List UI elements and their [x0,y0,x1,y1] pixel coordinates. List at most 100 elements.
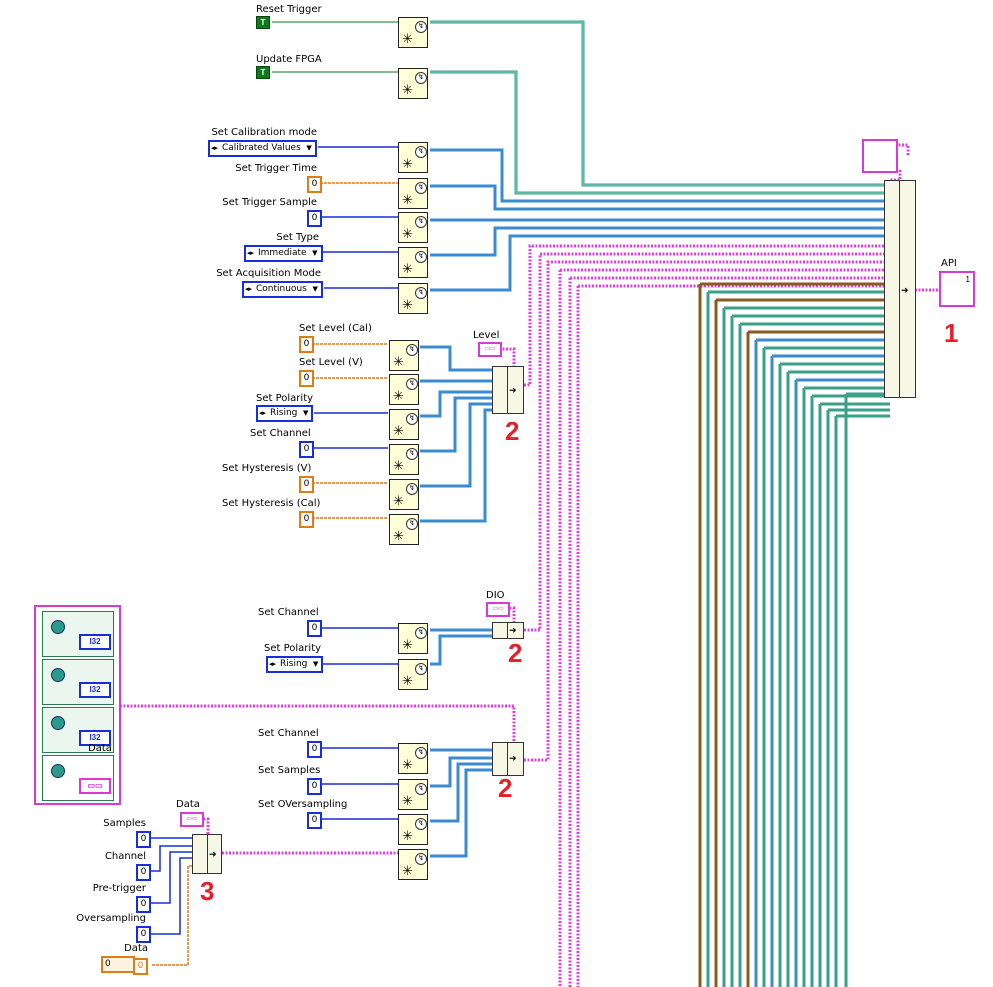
polarity-dropdown[interactable]: ◂▸Rising▼ [256,405,314,422]
data-set-channel-label: Set Channel [258,728,319,739]
callout-2-level: 2 [505,416,520,446]
polarity-value: Rising [270,408,298,418]
property-node[interactable]: ↯✳ [398,68,428,99]
asterisk-icon: ✳ [393,423,404,438]
property-node[interactable]: ↯✳ [398,659,428,690]
update-fpga-label: Update FPGA [256,54,322,65]
channel-input[interactable]: 0 [299,441,314,458]
chevron-down-icon: ▼ [306,144,312,152]
property-node[interactable]: ↯✳ [398,814,428,845]
property-node[interactable]: ↯✳ [398,283,428,314]
data-cluster-label: Data [176,799,200,810]
property-io-icon: ↯ [415,216,427,228]
hysteresis-v-input[interactable]: 0 [299,476,314,493]
reset-trigger-button[interactable]: T [256,16,270,29]
property-node[interactable]: ↯✳ [389,514,419,545]
data-array-label: Data [124,943,148,954]
asterisk-icon: ✳ [402,673,413,688]
property-io-icon: ↯ [415,853,427,865]
acquisition-mode-dropdown[interactable]: ◂▸Continuous▼ [242,281,323,298]
level-bundle-node[interactable]: ➜ [492,366,524,414]
type-value: Immediate [258,248,307,258]
property-io-icon: ↯ [406,378,418,390]
property-icon [51,716,65,730]
asterisk-icon: ✳ [402,757,413,772]
property-node[interactable]: ↯✳ [389,409,419,440]
property-node[interactable]: ↯✳ [398,142,428,173]
data-array-element[interactable]: 0 [133,958,148,975]
level-cal-input[interactable]: 0 [299,336,314,353]
data-array-index[interactable]: 0 [101,956,135,973]
asterisk-icon: ✳ [402,793,413,808]
samples-input[interactable]: 0 [136,831,151,848]
property-node[interactable]: ↯✳ [389,374,419,405]
update-fpga-button[interactable]: T [256,66,270,79]
property-io-icon: ↯ [415,21,427,33]
asterisk-icon: ✳ [402,863,413,878]
bundle-arrow-icon: ➜ [209,849,217,859]
chevron-down-icon: ▼ [312,249,318,257]
set-polarity-label: Set Polarity [256,393,314,404]
cluster-badge: ▭▭ [79,778,111,794]
data-bundle-node-2[interactable]: ➜ [492,742,524,776]
type-dropdown[interactable]: ◂▸Immediate ▼ [244,245,323,262]
hysteresis-cal-input[interactable]: 0 [299,511,314,528]
i32-badge: I32 [79,682,111,698]
property-node[interactable]: ↯✳ [398,178,428,209]
property-node[interactable]: ↯✳ [389,340,419,371]
property-node[interactable]: ↯✳ [398,779,428,810]
oversampling-label: Oversampling [76,913,146,924]
oversampling-input[interactable]: 0 [136,926,151,943]
property-node[interactable]: ↯✳ [389,479,419,510]
panel-data-label: Data [88,743,112,754]
property-node[interactable]: ↯✳ [398,849,428,880]
property-io-icon: ↯ [415,627,427,639]
calibration-mode-dropdown[interactable]: ◂▸Calibrated Values▼ [208,140,317,157]
asterisk-icon: ✳ [393,354,404,369]
set-hysteresis-cal-label: Set Hysteresis (Cal) [222,498,321,509]
dio-bundle-node[interactable]: ➜ [492,622,524,639]
i32-badge: I32 [79,730,111,746]
property-node[interactable]: ↯✳ [398,743,428,774]
data-set-samples-label: Set Samples [258,765,321,776]
property-node[interactable]: ↯✳ [398,212,428,243]
data-bundle-node[interactable]: ➜ [192,834,222,874]
bundle-arrow-icon: ➜ [509,625,517,635]
data-oversampling-input[interactable]: 0 [307,812,322,829]
channel-input[interactable]: 0 [136,864,151,881]
callout-1: 1 [944,318,959,348]
set-trigger-sample-label: Set Trigger Sample [222,197,317,208]
dio-polarity-dropdown[interactable]: ◂▸Rising▼ [266,656,324,673]
callout-2-dio: 2 [508,638,523,668]
asterisk-icon: ✳ [402,828,413,843]
trigger-time-input[interactable]: 0 [307,176,322,193]
acquisition-mode-value: Continuous [256,284,307,294]
api-index: 1 [965,275,970,284]
samples-label: Samples [103,818,146,829]
level-cluster-constant: ▭▭ [478,342,502,357]
property-io-icon: ↯ [415,287,427,299]
property-node[interactable]: ↯✳ [398,247,428,278]
property-node[interactable]: ↯✳ [398,17,428,48]
asterisk-icon: ✳ [402,192,413,207]
data-channel-input[interactable]: 0 [307,741,322,758]
asterisk-icon: ✳ [402,31,413,46]
asterisk-icon: ✳ [402,261,413,276]
pre-trigger-input[interactable]: 0 [136,896,151,913]
property-node[interactable]: ↯✳ [398,623,428,654]
channel-label: Channel [104,851,146,862]
api-cluster-constant-top [862,139,898,173]
property-icon [51,620,65,634]
data-samples-input[interactable]: 0 [307,778,322,795]
level-v-input[interactable]: 0 [299,370,314,387]
api-indicator-icon[interactable]: 1 [939,271,975,307]
bundle-arrow-icon: ➜ [509,753,517,763]
data-set-oversampling-label: Set OVersampling [258,799,348,810]
dio-channel-input[interactable]: 0 [307,620,322,637]
main-bundle-node[interactable]: ➜ [884,180,916,398]
property-node[interactable]: ↯✳ [389,444,419,475]
trigger-sample-input[interactable]: 0 [307,210,322,227]
ring-arrows-icon: ◂▸ [247,249,255,257]
cluster-element: ▭▭ [42,755,114,801]
set-acquisition-mode-label: Set Acquisition Mode [216,268,321,279]
